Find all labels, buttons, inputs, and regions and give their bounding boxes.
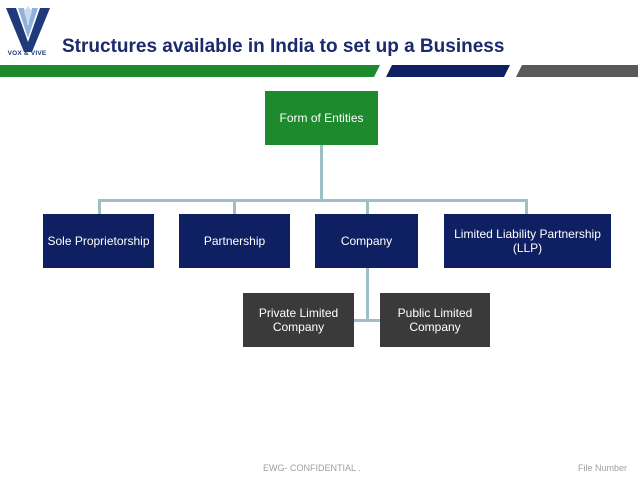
- node-llp: Limited Liability Partnership (LLP): [444, 214, 611, 268]
- connector-drop-sole: [98, 199, 101, 214]
- header-bar-green: [0, 65, 380, 77]
- connector-root-down: [320, 145, 323, 200]
- header-bar-gray: [516, 65, 638, 77]
- header-bar-navy: [386, 65, 510, 77]
- connector-company-children: [353, 319, 380, 322]
- connector-drop-partnership: [233, 199, 236, 214]
- connector-level1-horizontal: [98, 199, 528, 202]
- node-partnership: Partnership: [179, 214, 290, 268]
- logo: [4, 4, 52, 64]
- logo-text: VOX & VIVE: [7, 50, 47, 57]
- footer-confidential: EWG- CONFIDENTIAL .: [263, 463, 361, 473]
- node-private-limited-company: Private Limited Company: [243, 293, 354, 347]
- footer-file-number: File Number: [578, 463, 628, 473]
- node-sole-proprietorship: Sole Proprietorship: [43, 214, 154, 268]
- node-company: Company: [315, 214, 418, 268]
- connector-drop-llp: [525, 199, 528, 214]
- node-form-of-entities: Form of Entities: [265, 91, 378, 145]
- page-title: Structures available in India to set up …: [62, 36, 505, 57]
- connector-company-down: [366, 268, 369, 322]
- node-public-limited-company: Public Limited Company: [380, 293, 490, 347]
- vox-vive-logo-icon: [6, 6, 50, 52]
- connector-drop-company: [366, 199, 369, 214]
